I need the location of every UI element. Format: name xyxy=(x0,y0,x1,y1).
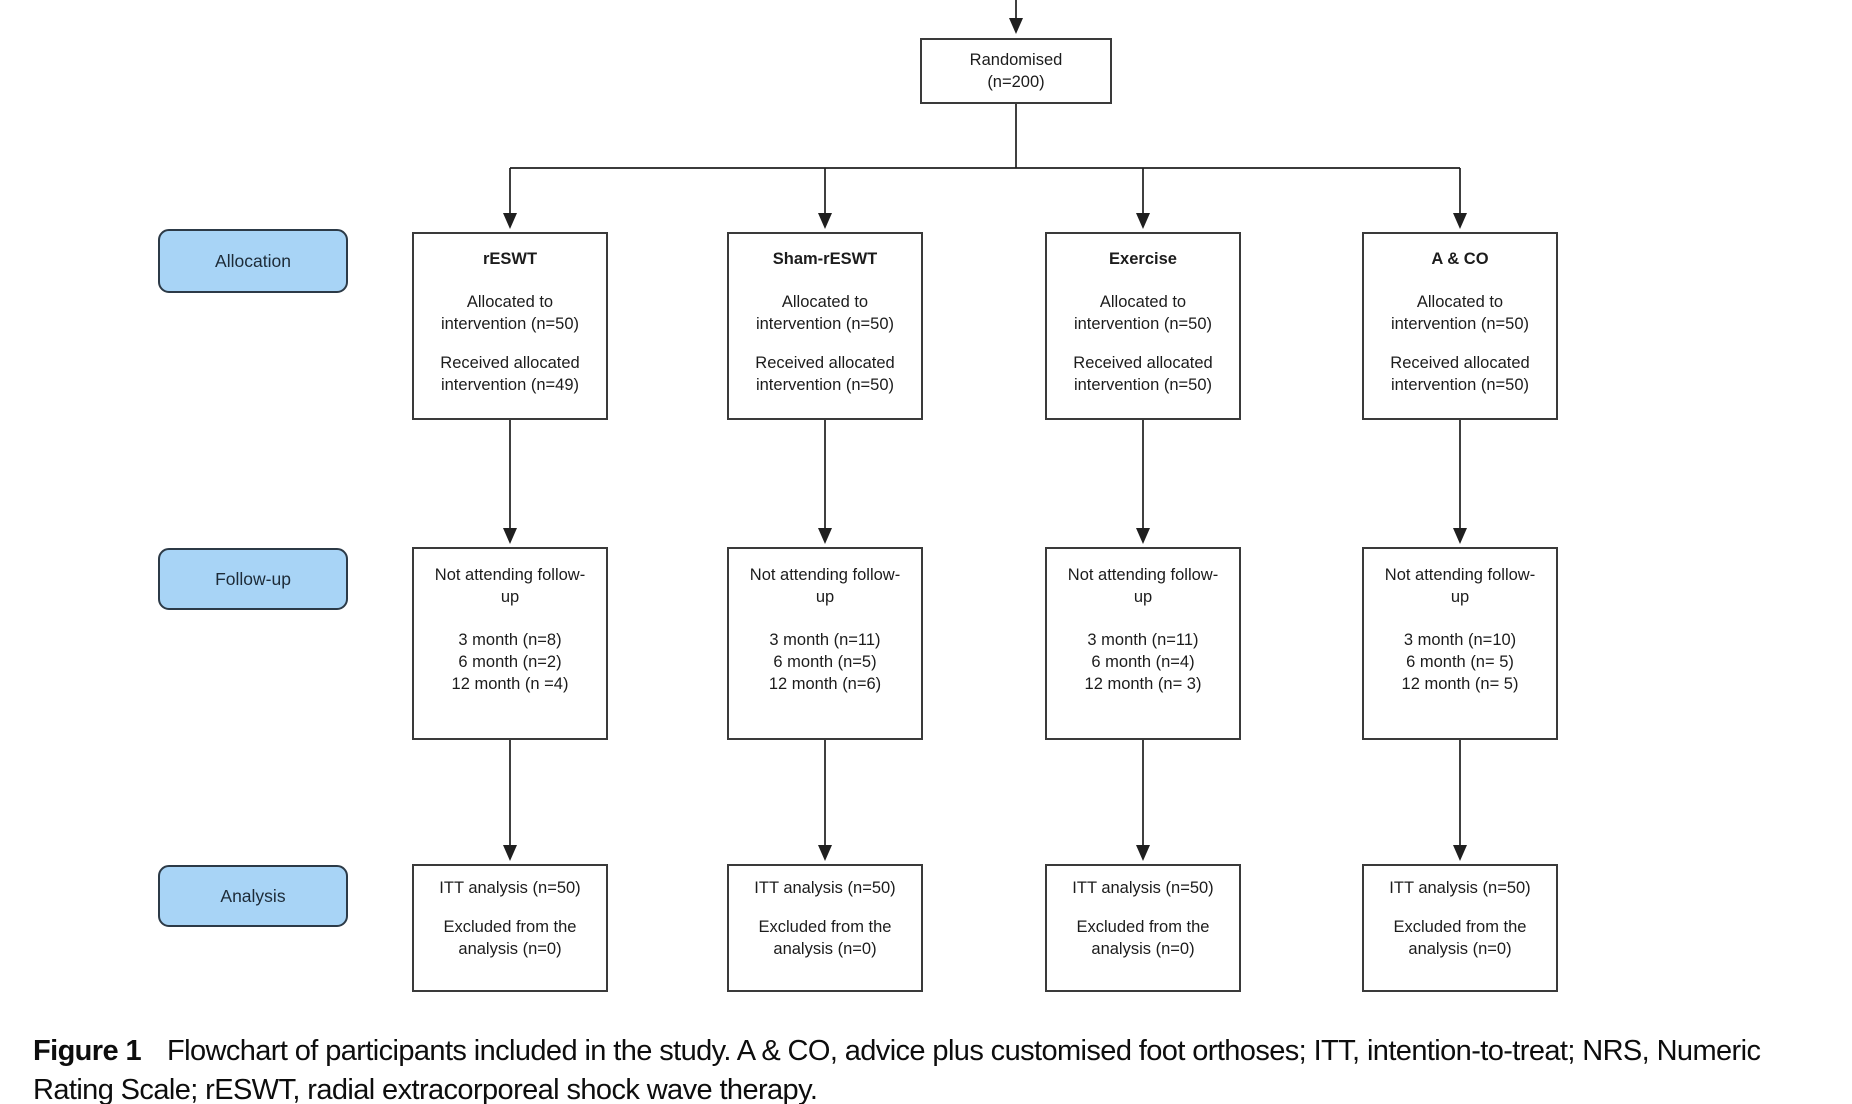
followup-box-a-and-co: Not attending follow- up 3 month (n=10) … xyxy=(1362,547,1558,740)
followup-heading: Not attending follow- up xyxy=(434,566,586,606)
allocation-box-a-and-co: A & CO Allocated to intervention (n=50) … xyxy=(1362,232,1558,420)
analysis-box-a-and-co: ITT analysis (n=50) Excluded from the an… xyxy=(1362,864,1558,992)
excluded-text: Excluded from the analysis (n=0) xyxy=(1393,918,1527,958)
itt-text: ITT analysis (n=50) xyxy=(1389,879,1531,897)
figure-caption-text: Flowchart of participants included in th… xyxy=(33,1035,1761,1104)
excluded-text: Excluded from the analysis (n=0) xyxy=(443,918,577,958)
analysis-box-exercise: ITT analysis (n=50) Excluded from the an… xyxy=(1045,864,1241,992)
randomised-box-text: Randomised (n=200) xyxy=(969,51,1063,91)
received-text: Received allocated intervention (n=50) xyxy=(1073,354,1213,394)
group-title: Sham-rESWT xyxy=(772,250,878,268)
excluded-text: Excluded from the analysis (n=0) xyxy=(758,918,892,958)
group-title: Exercise xyxy=(1109,250,1177,268)
figure-caption-label: Figure 1 xyxy=(33,1035,142,1067)
group-title: rESWT xyxy=(482,250,538,268)
followup-months: 3 month (n=11) 6 month (n=5) 12 month (n… xyxy=(768,631,882,693)
itt-text: ITT analysis (n=50) xyxy=(754,879,896,897)
followup-months: 3 month (n=10) 6 month (n= 5) 12 month (… xyxy=(1401,631,1519,693)
allocated-text: Allocated to intervention (n=50) xyxy=(755,293,895,333)
group-title: A & CO xyxy=(1431,250,1489,268)
allocated-text: Allocated to intervention (n=50) xyxy=(440,293,580,333)
allocated-text: Allocated to intervention (n=50) xyxy=(1073,293,1213,333)
analysis-box-sham-reswt: ITT analysis (n=50) Excluded from the an… xyxy=(727,864,923,992)
followup-months: 3 month (n=8) 6 month (n=2) 12 month (n … xyxy=(451,631,569,693)
randomised-box: Randomised (n=200) xyxy=(920,38,1112,104)
allocation-box-sham-reswt: Sham-rESWT Allocated to intervention (n=… xyxy=(727,232,923,420)
excluded-text: Excluded from the analysis (n=0) xyxy=(1076,918,1210,958)
stage-label-followup-text: Follow-up xyxy=(215,568,291,589)
followup-heading: Not attending follow- up xyxy=(1384,566,1536,606)
followup-heading: Not attending follow- up xyxy=(749,566,901,606)
itt-text: ITT analysis (n=50) xyxy=(439,879,581,897)
itt-text: ITT analysis (n=50) xyxy=(1072,879,1214,897)
followup-heading: Not attending follow- up xyxy=(1067,566,1219,606)
received-text: Received allocated intervention (n=50) xyxy=(1390,354,1530,394)
stage-label-allocation: Allocation xyxy=(158,229,348,293)
followup-box-sham-reswt: Not attending follow- up 3 month (n=11) … xyxy=(727,547,923,740)
followup-box-exercise: Not attending follow- up 3 month (n=11) … xyxy=(1045,547,1241,740)
followup-box-reswt: Not attending follow- up 3 month (n=8) 6… xyxy=(412,547,608,740)
received-text: Received allocated intervention (n=50) xyxy=(755,354,895,394)
received-text: Received allocated intervention (n=49) xyxy=(440,354,580,394)
stage-label-followup: Follow-up xyxy=(158,548,348,610)
stage-label-analysis: Analysis xyxy=(158,865,348,927)
stage-label-allocation-text: Allocation xyxy=(215,250,291,271)
stage-label-analysis-text: Analysis xyxy=(220,885,286,906)
allocation-box-exercise: Exercise Allocated to intervention (n=50… xyxy=(1045,232,1241,420)
allocated-text: Allocated to intervention (n=50) xyxy=(1390,293,1530,333)
allocation-box-reswt: rESWT Allocated to intervention (n=50) R… xyxy=(412,232,608,420)
followup-months: 3 month (n=11) 6 month (n=4) 12 month (n… xyxy=(1084,631,1202,693)
analysis-box-reswt: ITT analysis (n=50) Excluded from the an… xyxy=(412,864,608,992)
